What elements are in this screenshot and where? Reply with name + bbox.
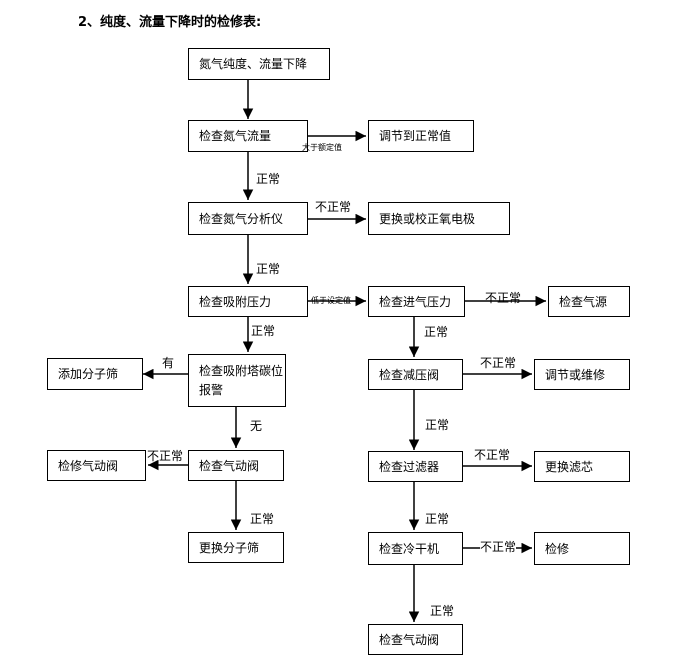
node-replace-cartridge: 更换滤芯	[534, 451, 630, 482]
node-check-dryer: 检查冷干机	[368, 532, 463, 565]
node-check-flow: 检查氮气流量	[188, 120, 308, 152]
node-check-adsorb-pressure: 检查吸附压力	[188, 286, 308, 317]
edge-label-below-setting: 低于设定值	[311, 296, 351, 305]
edge-label-normal-3: 正常	[251, 324, 276, 338]
node-check-pneumatic-bottom: 检查气动阀	[368, 624, 463, 655]
edge-label-no: 无	[250, 419, 263, 433]
edge-label-normal-5: 正常	[425, 418, 450, 432]
node-replace-electrode: 更换或校正氧电极	[368, 202, 510, 235]
edge-label-abnormal-4: 不正常	[147, 449, 184, 463]
node-repair-valve: 检修气动阀	[47, 450, 146, 481]
edge-label-normal-4: 正常	[424, 325, 449, 339]
edge-label-normal-1: 正常	[256, 172, 281, 186]
edge-label-abnormal-2: 不正常	[485, 291, 522, 305]
node-adjust-repair: 调节或维修	[534, 359, 630, 390]
edge-label-normal-8: 正常	[430, 604, 455, 618]
node-check-reducer: 检查减压阀	[368, 359, 463, 390]
node-adjust-normal: 调节到正常值	[368, 120, 474, 152]
node-check-air-source: 检查气源	[548, 286, 630, 317]
edge-label-normal-2: 正常	[256, 262, 281, 276]
node-start: 氮气纯度、流量下降	[188, 48, 330, 80]
edge-label-abnormal-1: 不正常	[315, 200, 352, 214]
edge-label-abnormal-6: 不正常	[480, 540, 517, 554]
edge-label-abnormal-3: 不正常	[480, 356, 517, 370]
node-check-inlet-pressure: 检查进气压力	[368, 286, 465, 317]
node-check-filter: 检查过滤器	[368, 451, 463, 482]
node-add-sieve: 添加分子筛	[47, 358, 143, 390]
node-check-pneumatic-left: 检查气动阀	[188, 450, 284, 481]
edge-label-normal-7: 正常	[425, 512, 450, 526]
edge-label-yes: 有	[162, 356, 175, 370]
node-check-tower-alarm: 检查吸附塔碳位报警	[188, 354, 286, 407]
node-check-analyzer: 检查氮气分析仪	[188, 202, 308, 235]
node-repair: 检修	[534, 532, 630, 565]
page-title: 2、纯度、流量下降时的检修表:	[78, 15, 262, 30]
node-replace-sieve: 更换分子筛	[188, 532, 284, 563]
edge-label-above-rated: 大于额定值	[302, 143, 342, 152]
edge-label-abnormal-5: 不正常	[474, 448, 511, 462]
edge-label-normal-6: 正常	[250, 512, 275, 526]
